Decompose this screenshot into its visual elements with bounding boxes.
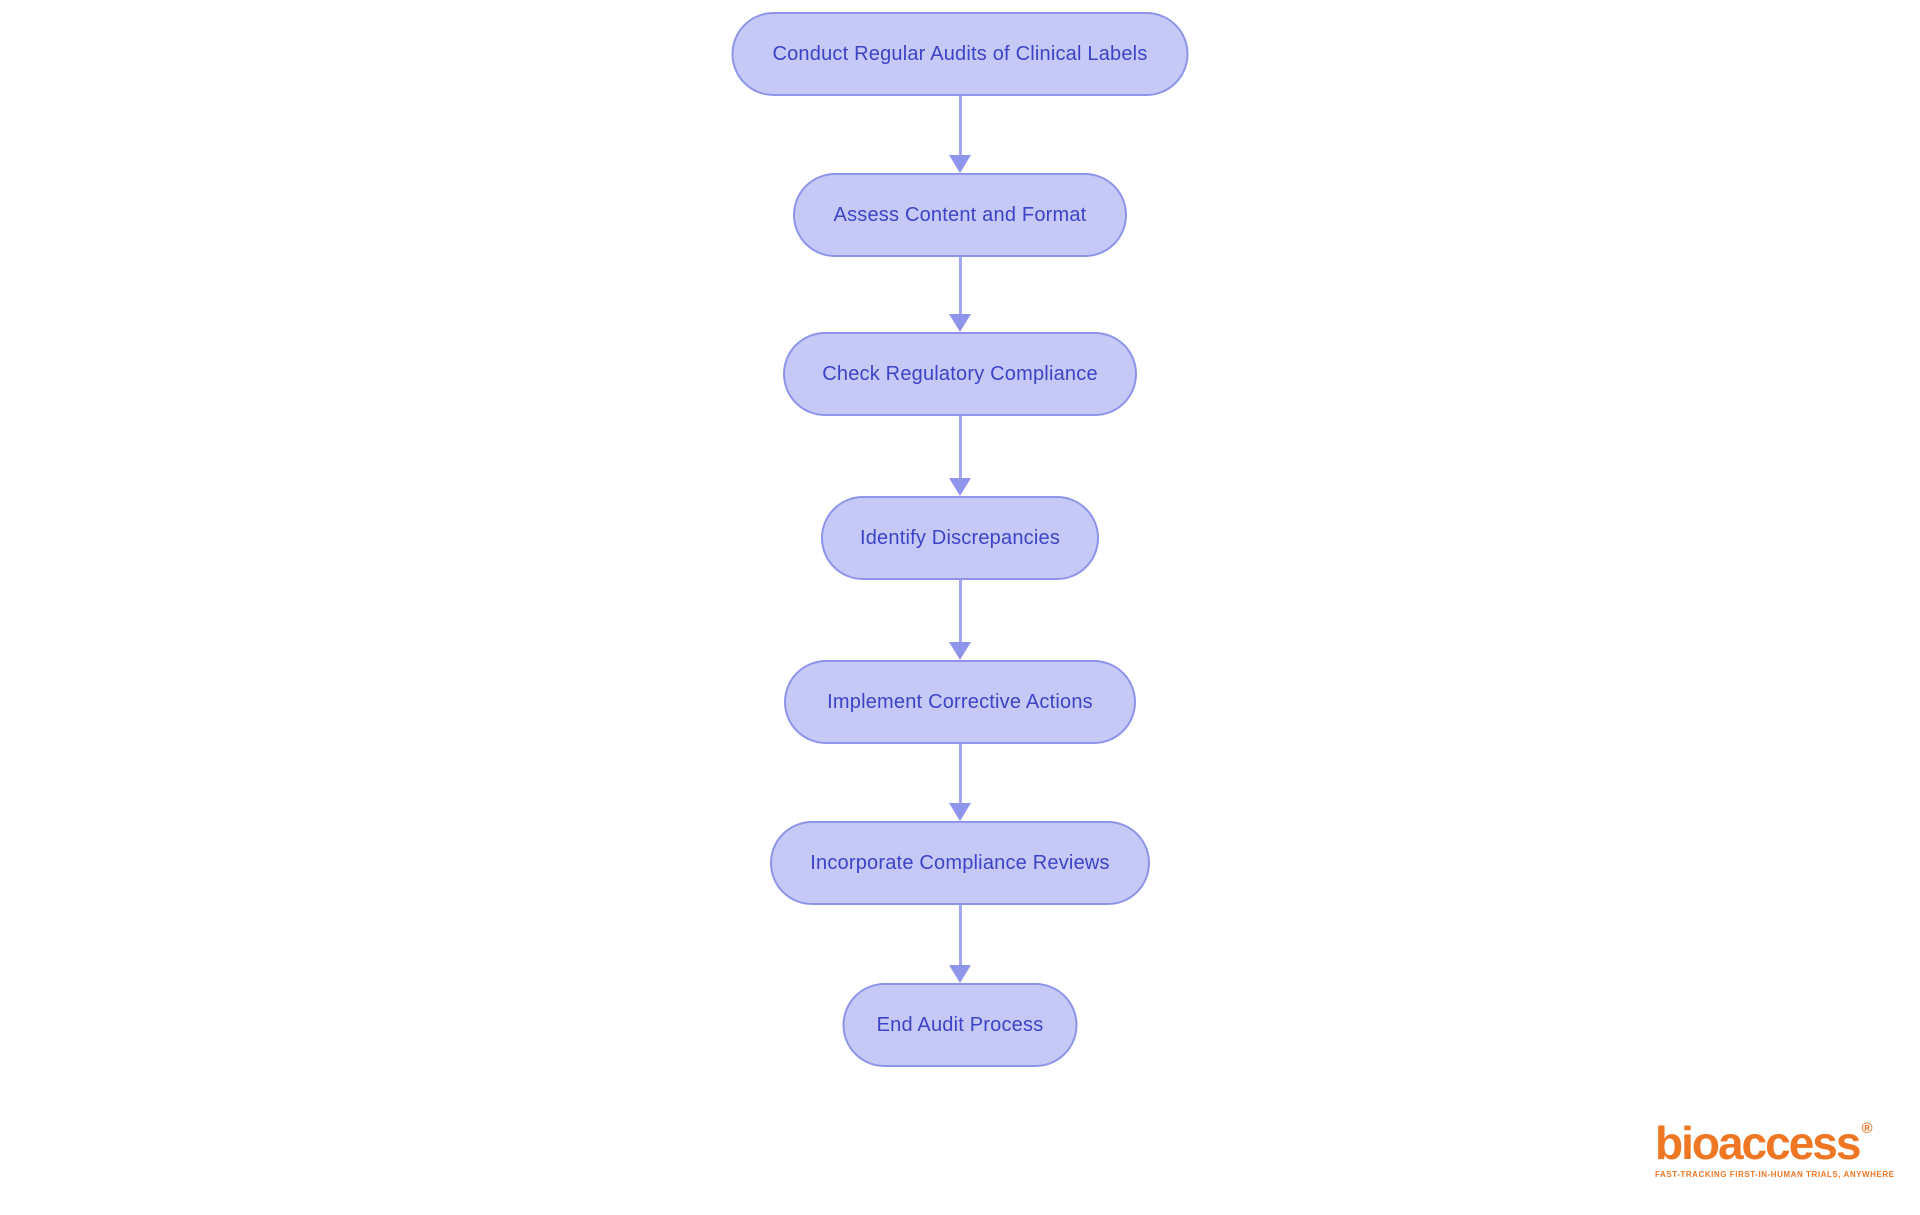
arrow-head-icon (949, 803, 971, 821)
arrow-line (958, 905, 962, 965)
arrow-line (958, 744, 962, 803)
arrow-head-icon (949, 478, 971, 496)
logo-wordmark-text: bioaccess (1655, 1117, 1861, 1169)
arrow-head-icon (949, 642, 971, 660)
flowchart-node-end-audit: End Audit Process (842, 983, 1078, 1067)
flowchart-node-identify-discrepancies: Identify Discrepancies (821, 496, 1099, 580)
registered-trademark-icon: ® (1861, 1120, 1873, 1137)
flowchart-node-compliance-reviews: Incorporate Compliance Reviews (770, 821, 1150, 905)
logo-wordmark: bioaccess ® (1655, 1120, 1873, 1166)
node-label: Incorporate Compliance Reviews (810, 851, 1110, 874)
arrow-head-icon (949, 314, 971, 332)
arrow-line (958, 580, 962, 642)
node-label: End Audit Process (876, 1013, 1044, 1036)
flow-arrow (949, 416, 971, 496)
flowchart-node-corrective-actions: Implement Corrective Actions (784, 660, 1136, 744)
logo-tagline: FAST-TRACKING FIRST-IN-HUMAN TRIALS, ANY… (1655, 1170, 1895, 1179)
flow-arrow (949, 257, 971, 332)
flow-arrow (949, 96, 971, 173)
arrow-head-icon (949, 155, 971, 173)
node-label: Identify Discrepancies (859, 526, 1061, 549)
flowchart-node-check-compliance: Check Regulatory Compliance (783, 332, 1137, 416)
arrow-line (958, 416, 962, 478)
bioaccess-logo: bioaccess ® FAST-TRACKING FIRST-IN-HUMAN… (1655, 1120, 1894, 1179)
flowchart-node-assess-content: Assess Content and Format (793, 173, 1127, 257)
flowchart-node-conduct-audits: Conduct Regular Audits of Clinical Label… (731, 12, 1189, 96)
node-label: Implement Corrective Actions (827, 690, 1093, 713)
flow-arrow (949, 905, 971, 983)
arrow-line (958, 257, 962, 314)
flow-arrow (949, 580, 971, 660)
arrow-head-icon (949, 965, 971, 983)
arrow-line (958, 96, 962, 155)
node-label: Check Regulatory Compliance (822, 362, 1098, 385)
node-label: Conduct Regular Audits of Clinical Label… (772, 42, 1148, 65)
node-label: Assess Content and Format (833, 203, 1087, 226)
flow-arrow (949, 744, 971, 821)
